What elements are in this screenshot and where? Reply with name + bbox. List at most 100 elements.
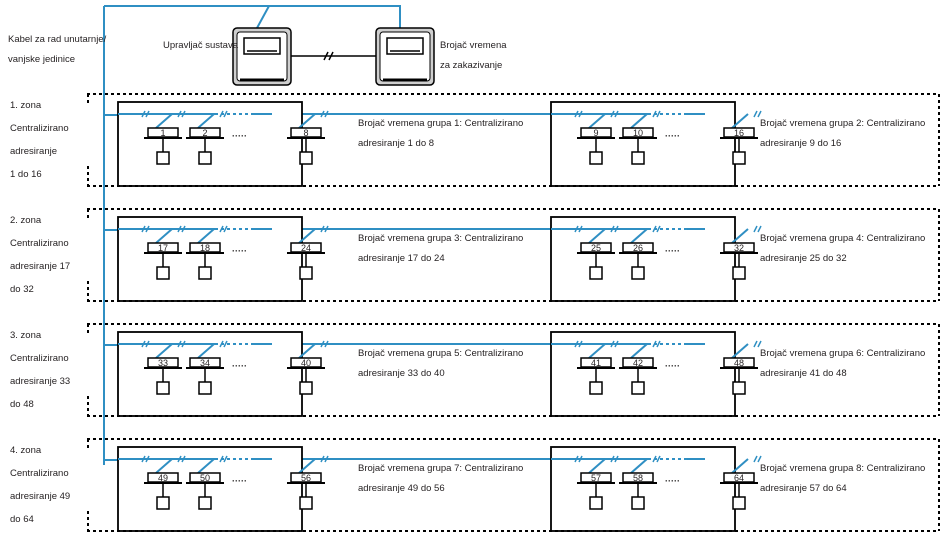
remote-controller-icon bbox=[198, 151, 212, 165]
unit-number: 57 bbox=[591, 473, 601, 483]
unit-number: 58 bbox=[633, 473, 643, 483]
indoor-unit: 1 bbox=[144, 110, 186, 165]
indoor-unit: 26 bbox=[619, 225, 661, 280]
indoor-unit: 16 bbox=[720, 110, 762, 165]
unit-number: 26 bbox=[633, 243, 643, 253]
ellipsis: ····· bbox=[665, 476, 680, 486]
remote-controller-icon bbox=[589, 496, 603, 510]
zone-border bbox=[87, 438, 940, 532]
timer-group: 25 26 32 ····· bbox=[550, 216, 762, 302]
indoor-unit: 34 bbox=[186, 340, 228, 395]
unit-number: 56 bbox=[301, 473, 311, 483]
unit-number: 24 bbox=[301, 243, 311, 253]
ellipsis: ····· bbox=[232, 361, 247, 371]
controller-timer-link bbox=[291, 51, 376, 61]
remote-controller-icon bbox=[631, 496, 645, 510]
indoor-unit: 18 bbox=[186, 225, 228, 280]
zone-border bbox=[87, 93, 940, 187]
ellipsis: ····· bbox=[232, 131, 247, 141]
unit-number: 1 bbox=[160, 128, 165, 138]
ellipsis: ····· bbox=[665, 246, 680, 256]
remote-controller-icon bbox=[156, 496, 170, 510]
remote-controller-icon bbox=[156, 381, 170, 395]
remote-controller-icon bbox=[299, 496, 313, 510]
remote-controller-icon bbox=[156, 266, 170, 280]
unit-number: 41 bbox=[591, 358, 601, 368]
indoor-unit: 64 bbox=[720, 455, 762, 510]
unit-number: 8 bbox=[303, 128, 308, 138]
ellipsis: ····· bbox=[665, 131, 680, 141]
indoor-unit: 49 bbox=[144, 455, 186, 510]
cable-label: Kabel za rad unutarnje/ vanjske jedinice bbox=[8, 34, 109, 65]
unit-number: 48 bbox=[734, 358, 744, 368]
group-box bbox=[550, 101, 736, 187]
timer-group: 49 50 56 ····· bbox=[117, 446, 329, 532]
remote-controller-icon bbox=[732, 381, 746, 395]
ellipsis: ····· bbox=[232, 246, 247, 256]
remote-controller-icon bbox=[589, 381, 603, 395]
remote-controller-icon bbox=[589, 266, 603, 280]
remote-controller-icon bbox=[631, 266, 645, 280]
remote-controller-icon bbox=[631, 151, 645, 165]
timer-group: 41 42 48 ····· bbox=[550, 331, 762, 417]
indoor-unit: 25 bbox=[577, 225, 619, 280]
unit-number: 33 bbox=[158, 358, 168, 368]
indoor-unit: 24 bbox=[287, 225, 329, 280]
unit-number: 25 bbox=[591, 243, 601, 253]
system-controller-label: Upravljač sustava bbox=[163, 40, 239, 51]
unit-number: 34 bbox=[200, 358, 210, 368]
remote-controller-icon bbox=[732, 151, 746, 165]
group-box bbox=[550, 331, 736, 417]
timer-group: 17 18 24 ····· bbox=[117, 216, 329, 302]
remote-controller-icon bbox=[299, 381, 313, 395]
group-box bbox=[117, 101, 303, 187]
schedule-timer-label: Brojač vremena za zakazivanje bbox=[440, 40, 509, 71]
timer-group: 1 2 8 ····· bbox=[117, 101, 329, 187]
indoor-unit: 57 bbox=[577, 455, 619, 510]
zone-border bbox=[87, 323, 940, 417]
unit-number: 9 bbox=[593, 128, 598, 138]
schedule-timer bbox=[375, 27, 435, 86]
group-box bbox=[550, 446, 736, 532]
unit-number: 50 bbox=[200, 473, 210, 483]
unit-number: 64 bbox=[734, 473, 744, 483]
group-box bbox=[117, 216, 303, 302]
group-box bbox=[117, 331, 303, 417]
indoor-unit: 32 bbox=[720, 225, 762, 280]
indoor-unit: 42 bbox=[619, 340, 661, 395]
timer-group: 57 58 64 ····· bbox=[550, 446, 762, 532]
indoor-unit: 50 bbox=[186, 455, 228, 510]
group-box bbox=[550, 216, 736, 302]
system-controller bbox=[232, 27, 292, 86]
controller-connection bbox=[255, 5, 401, 29]
unit-number: 17 bbox=[158, 243, 168, 253]
ellipsis: ····· bbox=[665, 361, 680, 371]
indoor-unit: 33 bbox=[144, 340, 186, 395]
unit-number: 18 bbox=[200, 243, 210, 253]
indoor-unit: 41 bbox=[577, 340, 619, 395]
remote-controller-icon bbox=[198, 381, 212, 395]
group-box bbox=[117, 446, 303, 532]
indoor-unit: 2 bbox=[186, 110, 228, 165]
indoor-unit: 56 bbox=[287, 455, 329, 510]
indoor-unit: 58 bbox=[619, 455, 661, 510]
remote-controller-icon bbox=[299, 266, 313, 280]
ellipsis: ····· bbox=[232, 476, 247, 486]
indoor-unit: 9 bbox=[577, 110, 619, 165]
